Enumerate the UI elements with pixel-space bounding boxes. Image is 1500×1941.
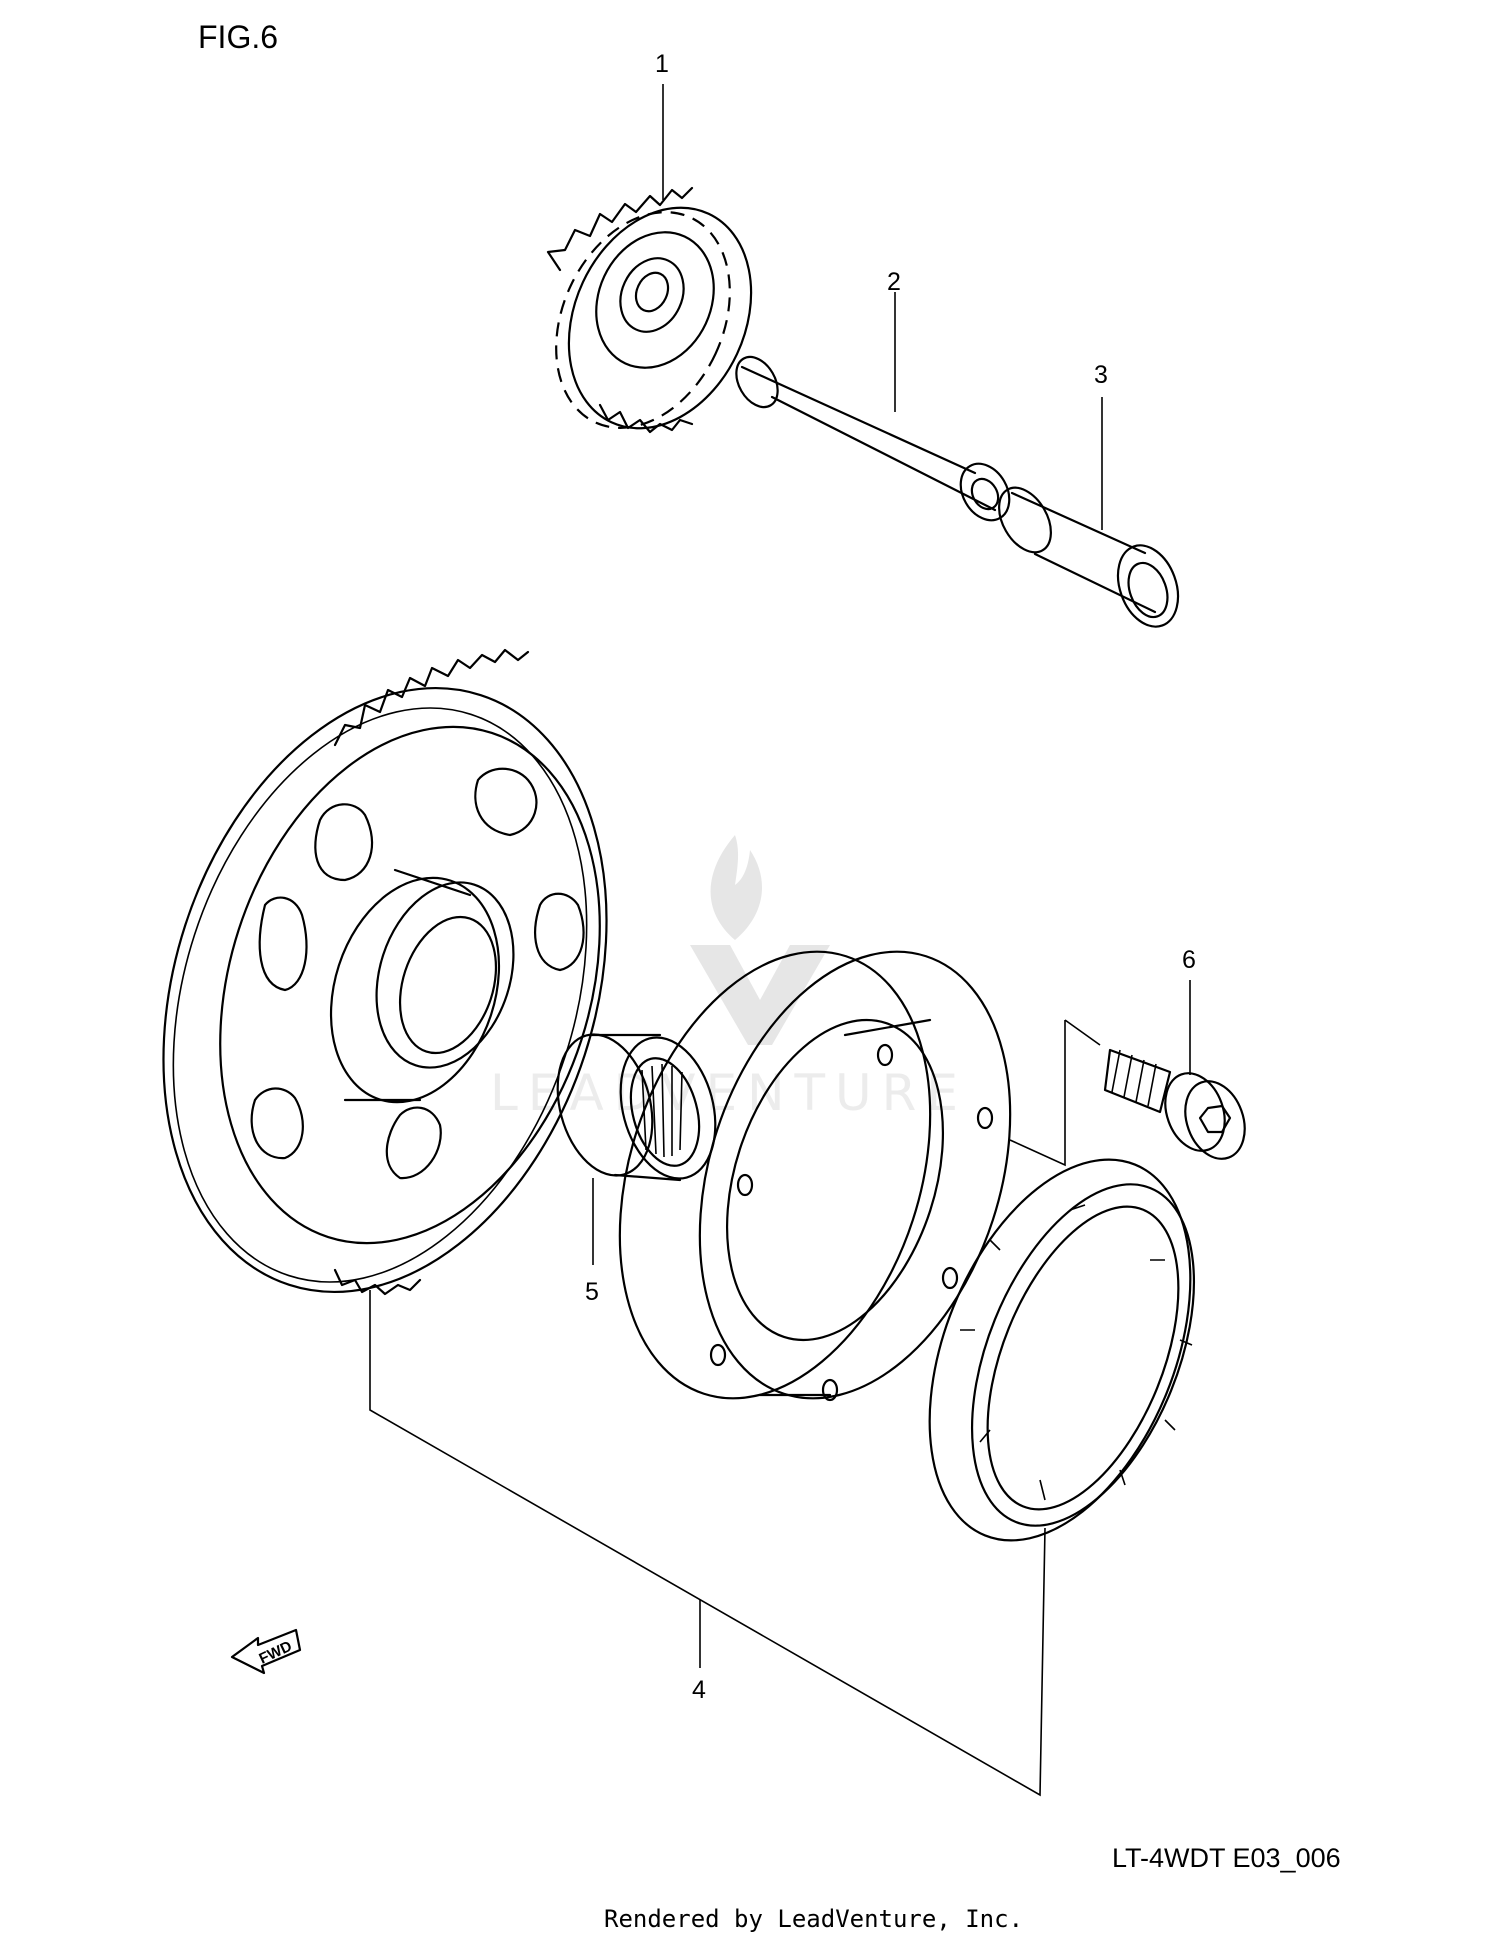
part-3-bushing bbox=[998, 486, 1180, 628]
one-way-clutch-housing bbox=[618, 950, 1012, 1402]
part-6-bolt bbox=[1103, 1048, 1246, 1160]
figure-label: FIG.6 bbox=[198, 19, 278, 55]
watermark: LEADVENTURE bbox=[490, 835, 958, 1122]
callout-3: 3 bbox=[1094, 361, 1108, 389]
flame-icon bbox=[710, 835, 762, 940]
callouts: 1 2 3 4 5 6 bbox=[585, 50, 1196, 1704]
fwd-arrow-icon bbox=[230, 1628, 302, 1675]
callout-5: 5 bbox=[585, 1278, 599, 1306]
fwd-arrow: FWD bbox=[230, 1628, 302, 1675]
part-1-starter-idle-gear bbox=[546, 186, 753, 434]
callout-1: 1 bbox=[655, 50, 669, 78]
callout-4: 4 bbox=[692, 1676, 706, 1704]
part-4-starter-driven-gear bbox=[162, 648, 608, 1296]
leader-lines bbox=[369, 84, 1191, 1797]
part-2-shaft bbox=[735, 355, 1011, 522]
model-code: LT-4WDT E03_006 bbox=[1112, 1843, 1341, 1873]
footer-text: Rendered by LeadVenture, Inc. bbox=[604, 1905, 1023, 1933]
v-logo-icon bbox=[690, 945, 830, 1045]
one-way-clutch-rollers bbox=[928, 1158, 1196, 1542]
callout-2: 2 bbox=[887, 268, 901, 296]
callout-6: 6 bbox=[1182, 946, 1196, 974]
